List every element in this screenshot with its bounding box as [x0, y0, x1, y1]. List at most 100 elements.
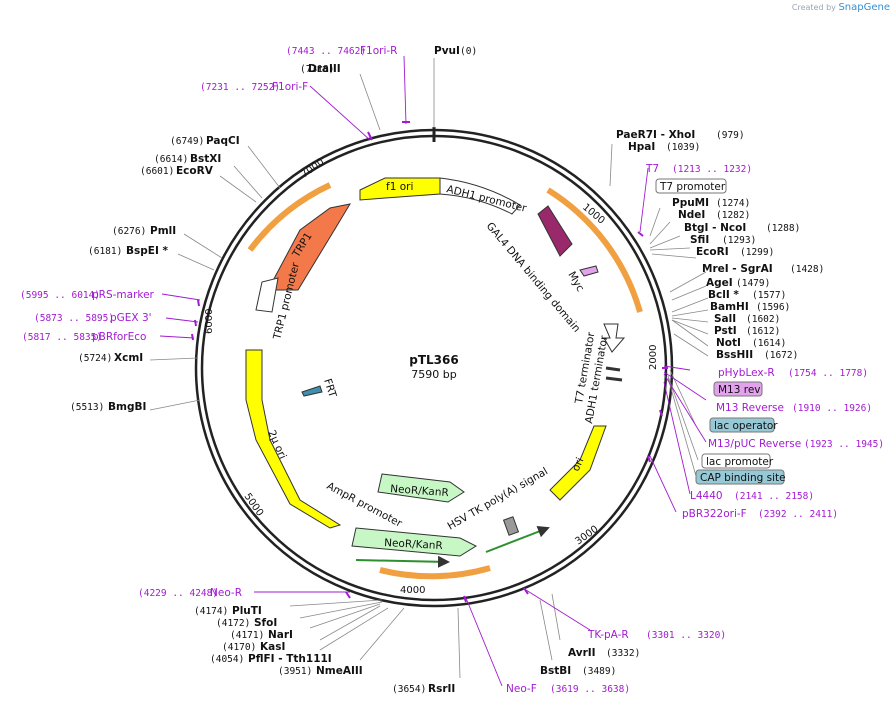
site-bspei: BspEI *: [126, 245, 169, 257]
site-nmeaiii-pos: (3951): [278, 666, 312, 677]
feature-small-arrows: [355, 366, 623, 568]
primer-pgex3-pos: (5873 .. 5895): [34, 313, 114, 324]
site-sfoi: SfoI: [254, 617, 277, 629]
site-pflfi-tth111i: PflFI - Tth111I: [248, 653, 332, 665]
site-ecorv-pos: (6601): [140, 166, 174, 177]
primer-leader-lines: [159, 55, 707, 687]
site-pmli-pos: (6276): [112, 226, 146, 237]
primer-prs-marker-pos: (5995 .. 6014): [20, 290, 100, 301]
brand-name: SnapGene: [838, 2, 890, 13]
site-ndei: NdeI: [678, 209, 705, 221]
svg-text:CAP binding site: CAP binding site: [700, 472, 786, 484]
site-btgi-ncoi: BtgI - NcoI: [684, 222, 746, 234]
box-lac-promoter: lac promoter: [701, 453, 774, 469]
box-t7-promoter: T7 promoter: [655, 178, 727, 194]
site-ecori-pos: (1299): [740, 247, 774, 258]
primer-t7: T7: [645, 163, 659, 175]
primer-neo-f: Neo-F: [506, 683, 537, 695]
primer-f1ori-r-pos: (7443 .. 7462): [286, 46, 366, 57]
site-paer7i-xhoi: PaeR7I - XhoI: [616, 129, 695, 141]
site-kasi-pos: (4170): [222, 642, 256, 653]
primer-m13puc-reverse: M13/pUC Reverse: [708, 438, 801, 450]
feature-arc-orange-bottom: [379, 565, 491, 580]
primer-f1ori-f: F1ori-F: [272, 81, 308, 93]
primer-m13-reverse: M13 Reverse: [716, 402, 784, 414]
site-pluti: PluTI: [232, 605, 262, 617]
site-sali: SalI: [714, 313, 736, 325]
site-bspei-pos: (6181): [88, 246, 122, 257]
feature-trp1-promoter: [255, 277, 279, 313]
feature-gal4-dbd: [537, 205, 573, 257]
site-hpai-pos: (1039): [666, 142, 700, 153]
site-psti: PstI: [714, 325, 737, 337]
primer-f1ori-r: F1ori-R: [360, 45, 397, 57]
label-f1-ori: f1 ori: [386, 181, 413, 193]
site-noti: NotI: [716, 337, 741, 349]
site-sali-pos: (1602): [746, 314, 780, 325]
site-bstxi-pos: (6614): [154, 154, 188, 165]
site-sfoi-pos: (4172): [216, 618, 250, 629]
site-rsrii-pos: (3654): [392, 684, 426, 695]
site-nmeaiii: NmeAIII: [316, 665, 363, 677]
site-pvui: PvuI: [434, 45, 460, 57]
site-sfii-pos: (1293): [722, 235, 756, 246]
site-paqci: PaqCI: [206, 135, 240, 147]
site-paer7i-pos: (979): [716, 130, 745, 141]
label-neo-inner: NeoR/KanR: [390, 483, 449, 499]
site-mrei-sgrai: MreI - SgrAI: [702, 263, 773, 275]
primer-ticks: [191, 121, 668, 603]
site-psti-pos: (1612): [746, 326, 780, 337]
label-frt: FRT: [321, 377, 338, 399]
feature-arc-orange-right: [546, 187, 643, 313]
site-paqci-pos: (6749): [170, 136, 204, 147]
site-xcmi: XcmI: [114, 352, 143, 364]
primer-m13puc-reverse-pos: (1923 .. 1945): [804, 439, 884, 450]
site-bcli-pos: (1577): [752, 290, 786, 301]
site-bcli: BclI *: [708, 289, 739, 301]
label-ori: ori: [570, 456, 587, 473]
site-ecori: EcoRI: [696, 246, 729, 258]
site-sfii: SfiI: [690, 234, 709, 246]
primer-m13-reverse-pos: (1910 .. 1926): [792, 403, 872, 414]
site-agei: AgeI: [706, 277, 733, 289]
feature-t7-terminator: [603, 323, 626, 353]
primer-pgex3: pGEX 3': [110, 312, 152, 324]
tick-6000: 6000: [204, 309, 215, 334]
primer-tk-pa-r: TK-pA-R: [587, 629, 629, 641]
primer-neo-r: Neo-R: [210, 587, 242, 599]
tick-7000: 7000: [299, 157, 326, 181]
feature-neo-outer: [351, 527, 478, 557]
primer-f1ori-f-pos: (7231 .. 7252): [200, 82, 280, 93]
feature-frt: [301, 385, 323, 397]
site-ppumi: PpuMI: [672, 197, 709, 209]
feature-myc: [579, 265, 599, 277]
label-trp1-promoter: TRP1 promoter: [271, 261, 302, 342]
feature-ori: [549, 425, 607, 501]
box-m13-rev: M13 rev: [713, 381, 763, 397]
primer-phyblex-r-pos: (1754 .. 1778): [788, 368, 868, 379]
site-pflfi-pos: (4054): [210, 654, 244, 665]
feature-neo-inner: [377, 473, 465, 503]
box-lac-operator: lac operator: [709, 417, 778, 433]
feature-2mu-ori: [245, 349, 342, 529]
label-neo-outer: NeoR/KanR: [384, 537, 443, 552]
label-hsv-tk: HSV TK poly(A) signal: [446, 465, 550, 532]
svg-text:lac operator: lac operator: [714, 420, 778, 432]
primer-neo-r-pos: (4229 .. 4248): [138, 588, 218, 599]
site-avrii: AvrII: [568, 647, 596, 659]
svg-text:M13 rev: M13 rev: [718, 384, 761, 396]
feature-trp1: [267, 203, 352, 291]
site-avrii-pos: (3332): [606, 648, 640, 659]
site-bsshii: BssHII: [716, 349, 753, 361]
site-bmgbi: BmgBI: [108, 401, 146, 413]
site-xcmi-pos: (5724): [78, 353, 112, 364]
site-ndei-pos: (1282): [716, 210, 750, 221]
site-ppumi-pos: (1274): [716, 198, 750, 209]
svg-text:lac promoter: lac promoter: [706, 456, 774, 468]
box-cap-binding-site: CAP binding site: [695, 469, 786, 485]
primer-pbrforeco: pBRforEco: [92, 331, 146, 343]
tick-4000: 4000: [400, 585, 425, 596]
snapgene-brand: Created by SnapGene: [792, 2, 890, 13]
site-hpai: HpaI: [628, 141, 655, 153]
site-rsrii: RsrII: [428, 683, 455, 695]
